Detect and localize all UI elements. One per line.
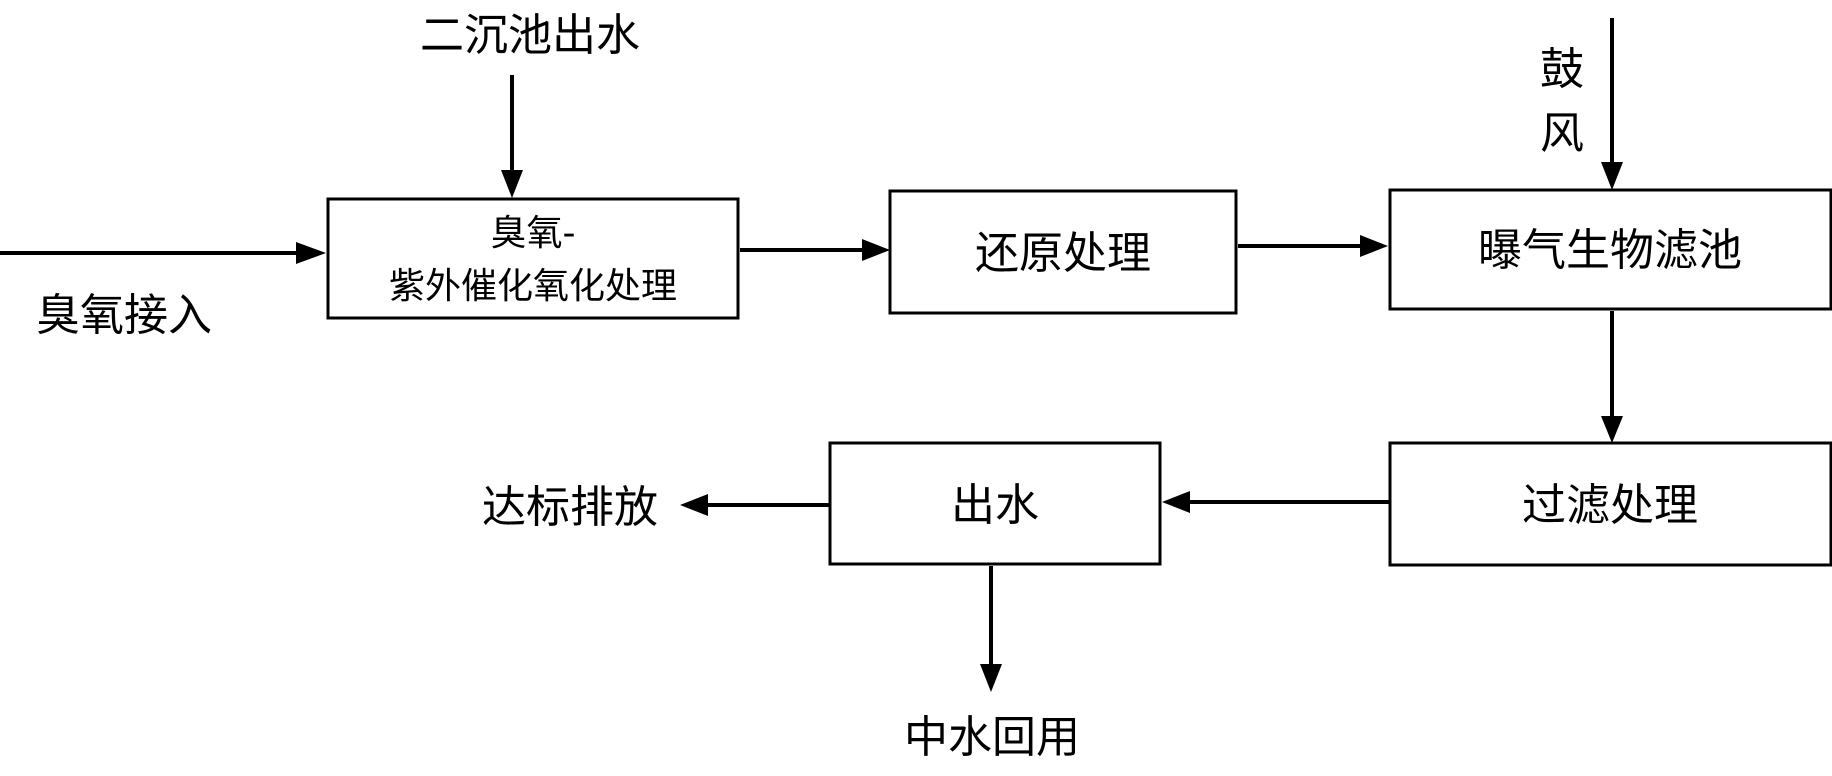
effluent-box: 出水: [828, 441, 1162, 566]
blower-arrow: [1601, 18, 1623, 190]
reduction-to-baf-arrow: [1238, 235, 1388, 257]
filtration-treatment-box: 过滤处理: [1388, 441, 1832, 567]
filtration-to-effluent-arrow: [1162, 491, 1390, 513]
ozone-inlet-label: 臭氧接入: [36, 290, 212, 341]
reuse-label: 中水回用: [904, 712, 1080, 763]
ozone-uv-box-label-line1: 臭氧-: [491, 213, 576, 254]
blower-label-char2: 风: [1540, 108, 1584, 159]
effluent-box-label: 出水: [951, 480, 1039, 531]
reduction-treatment-box: 还原处理: [888, 189, 1238, 315]
biological-aerated-filter-box: 曝气生物滤池: [1388, 188, 1832, 311]
baf-box-label: 曝气生物滤池: [1478, 225, 1742, 276]
secondary-effluent-arrow: [501, 75, 523, 198]
effluent-to-discharge-arrow: [680, 494, 830, 516]
blower-label-char1: 鼓: [1540, 44, 1584, 95]
ozone-to-reduction-arrow: [740, 239, 890, 261]
secondary-effluent-label: 二沉池出水: [420, 10, 640, 61]
filtration-box-label: 过滤处理: [1522, 480, 1698, 531]
baf-to-filtration-arrow: [1601, 311, 1623, 443]
ozone-uv-box-label-line2: 紫外催化氧化处理: [389, 266, 677, 307]
ozone-uv-catalytic-oxidation-box: 臭氧- 紫外催化氧化处理: [326, 197, 740, 320]
ozone-inlet-arrow: [0, 242, 326, 264]
discharge-label: 达标排放: [482, 482, 658, 533]
reduction-box-label: 还原处理: [975, 228, 1151, 279]
effluent-to-reuse-arrow: [980, 566, 1002, 692]
